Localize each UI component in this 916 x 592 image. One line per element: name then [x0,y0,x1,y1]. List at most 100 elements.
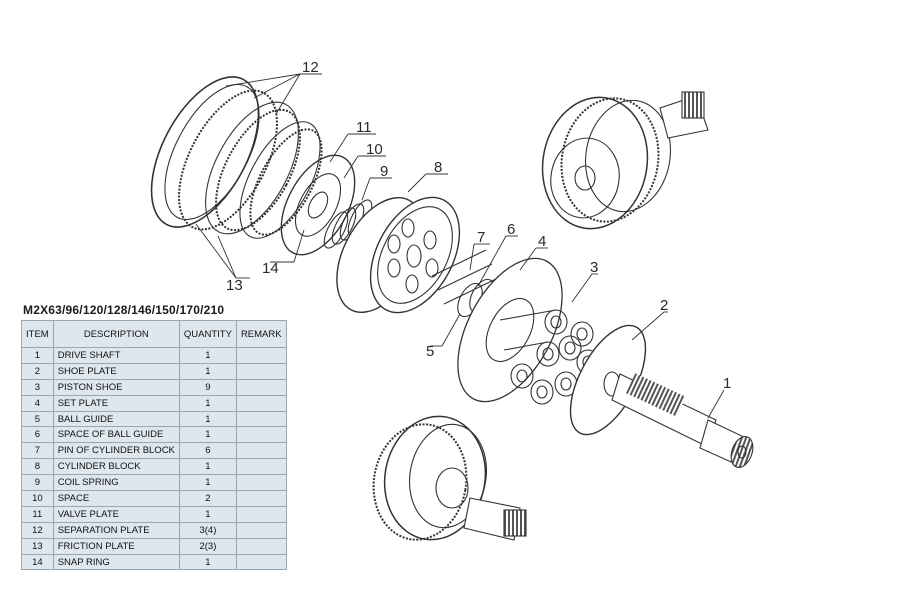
cell-description: SEPARATION PLATE [52,521,180,539]
cell-remark [235,442,287,460]
cell-remark [235,458,287,476]
cell-quantity: 1 [178,474,237,492]
cell-description: SPACE OF BALL GUIDE [52,426,180,444]
cell-quantity: 1 [178,505,237,523]
callout-labels: 1 2 3 4 5 6 7 8 9 10 11 12 13 14 [226,59,731,392]
callout-7: 7 [477,229,485,246]
assembled-view-lower [372,415,527,541]
cell-item: 5 [21,410,54,428]
cell-description: DRIVE SHAFT [52,347,180,364]
cell-remark [235,426,287,444]
cell-quantity: 2 [178,490,237,507]
cell-description: SET PLATE [52,394,180,412]
cell-description: PIN OF CYLINDER BLOCK [52,442,180,460]
callout-4: 4 [538,233,546,250]
callout-3: 3 [590,259,598,276]
cell-remark [235,362,287,380]
callout-13: 13 [226,277,243,294]
cell-quantity: 6 [178,442,237,460]
cell-item: 9 [21,474,54,492]
cell-item: 13 [21,537,54,555]
cell-remark [235,521,287,539]
cell-description: BALL GUIDE [52,410,180,428]
cell-remark [235,505,287,523]
cell-quantity: 1 [178,426,237,444]
cell-remark [235,553,287,571]
cell-description: PISTON SHOE [52,378,180,396]
cell-remark [235,537,287,555]
cell-item: 6 [21,426,54,444]
cell-item: 8 [21,458,54,476]
cell-remark [235,474,287,492]
model-code: M2X63/96/120/128/146/150/170/210 [23,303,225,317]
cell-item: 4 [21,394,54,412]
cylinder-block-drawing [336,196,461,314]
cell-description: SNAP RING [52,553,180,571]
table-header-row: ITEM DESCRIPTION QUANTITY REMARK [21,320,287,348]
cell-remark [235,490,287,507]
cell-quantity: 2(3) [178,537,237,555]
cell-quantity: 1 [178,394,237,412]
cell-item: 14 [21,553,54,571]
cell-item: 11 [21,505,54,523]
set-plate-drawing [457,257,600,405]
callout-6: 6 [507,221,515,238]
cell-quantity: 9 [178,378,237,396]
callout-11: 11 [356,119,372,136]
callout-2: 2 [660,297,668,314]
cell-item: 3 [21,378,54,396]
callout-12: 12 [302,59,319,76]
cell-item: 12 [21,521,54,539]
cell-description: FRICTION PLATE [52,537,180,555]
cell-quantity: 1 [178,458,237,476]
callout-5: 5 [426,343,434,360]
callout-10: 10 [366,141,383,158]
cell-item: 7 [21,442,54,460]
cell-quantity: 1 [178,410,237,428]
cell-remark [235,410,287,428]
cell-description: SPACE [52,490,180,507]
cell-quantity: 1 [178,347,237,364]
leader-lines [195,73,725,419]
header-description: DESCRIPTION [52,320,180,348]
plate-stack-drawing [150,76,323,239]
cell-remark [235,347,287,364]
cell-item: 10 [21,490,54,507]
cell-description: COIL SPRING [52,474,180,492]
cell-quantity: 1 [178,362,237,380]
header-remark: REMARK [235,320,287,348]
cell-description: SHOE PLATE [52,362,180,380]
header-quantity: QUANTITY [178,320,237,348]
callout-14: 14 [262,260,279,277]
callout-9: 9 [380,163,388,180]
callout-8: 8 [434,159,442,176]
cell-quantity: 3(4) [178,521,237,539]
callout-1: 1 [723,375,731,392]
assembled-view-upper [541,91,709,230]
cell-remark [235,378,287,396]
drive-shaft-drawing [611,373,754,468]
cell-description: CYLINDER BLOCK [52,458,180,476]
cell-remark [235,394,287,412]
cell-item: 2 [21,362,54,380]
cell-description: VALVE PLATE [52,505,180,523]
header-item: ITEM [21,320,54,348]
cell-item: 1 [21,347,54,364]
cell-quantity: 1 [178,553,237,571]
